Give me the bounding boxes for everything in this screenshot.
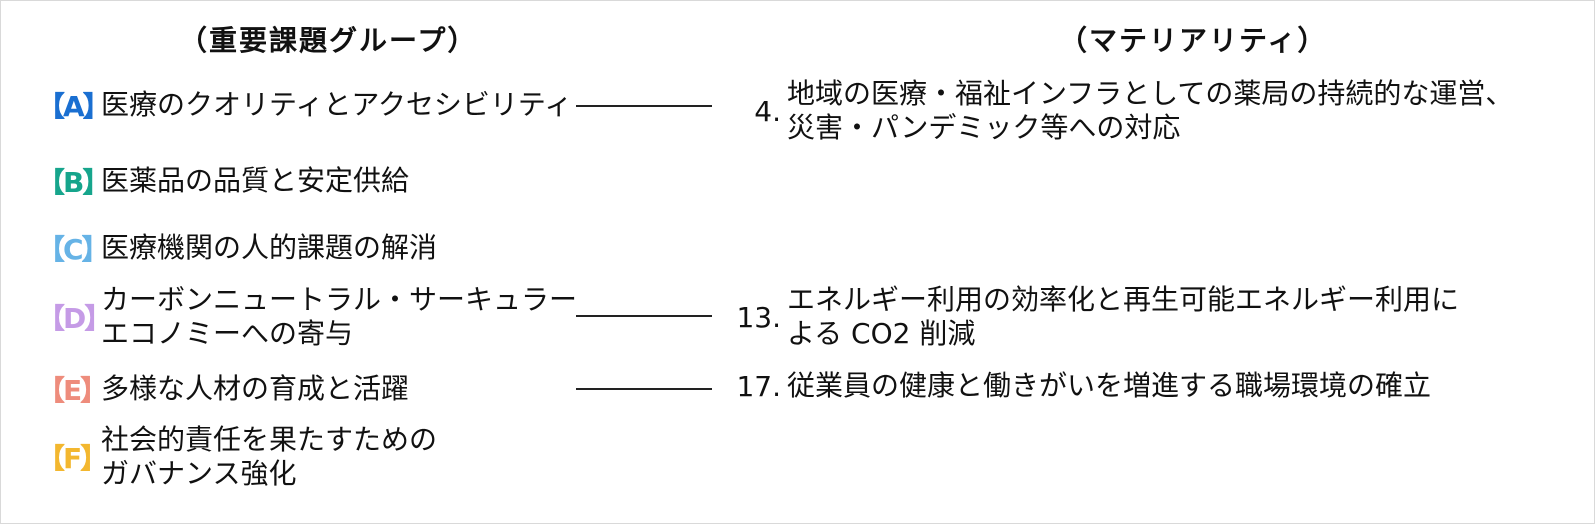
group-a: 【A】 医療のクオリティとアクセシビリティ [37, 85, 572, 125]
group-d-line-2: エコノミーへの寄与 [101, 317, 354, 350]
materiality-17-line-1: 従業員の健康と働きがいを増進する職場環境の確立 [787, 369, 1432, 402]
group-f-text: 社会的責任を果たすための ガバナンス強化 [101, 423, 437, 491]
group-d-badge: 【D】 [37, 302, 112, 335]
materiality-17-number: 17. [736, 369, 781, 403]
group-c-badge: 【C】 [37, 233, 110, 266]
group-d: 【D】 カーボンニュートラル・サーキュラー エコノミーへの寄与 [37, 283, 577, 351]
header-issue-groups: （重要課題グループ） [179, 24, 478, 57]
materiality-4-line-1: 地域の医療・福祉インフラとしての薬局の持続的な運営、 [787, 77, 1514, 110]
connector-a-to-4 [576, 105, 712, 107]
materiality-17: 17. 従業員の健康と働きがいを増進する職場環境の確立 [729, 369, 1431, 403]
group-c: 【C】 医療機関の人的課題の解消 [37, 228, 437, 268]
materiality-13-line-2: よる CO2 削減 [787, 317, 976, 350]
group-b-text: 医薬品の品質と安定供給 [101, 164, 409, 198]
group-e-line-1: 多様な人材の育成と活躍 [101, 372, 410, 405]
group-f-badge: 【F】 [37, 442, 108, 475]
materiality-4: 4. 地域の医療・福祉インフラとしての薬局の持続的な運営、 災害・パンデミック等… [729, 77, 1513, 145]
group-f: 【F】 社会的責任を果たすための ガバナンス強化 [37, 423, 437, 491]
materiality-4-text: 地域の医療・福祉インフラとしての薬局の持続的な運営、 災害・パンデミック等への対… [787, 77, 1513, 145]
group-a-line-1: 医療のクオリティとアクセシビリティ [101, 88, 573, 121]
materiality-13-text: エネルギー利用の効率化と再生可能エネルギー利用に よる CO2 削減 [787, 283, 1459, 351]
group-e-text: 多様な人材の育成と活躍 [101, 372, 409, 406]
materiality-4-line-2: 災害・パンデミック等への対応 [787, 111, 1181, 144]
header-materiality: （マテリアリティ） [1059, 24, 1328, 57]
group-e: 【E】 多様な人材の育成と活躍 [37, 369, 409, 409]
group-d-text: カーボンニュートラル・サーキュラー エコノミーへの寄与 [101, 283, 577, 351]
connector-e-to-17 [576, 388, 712, 390]
materiality-13-number: 13. [736, 300, 781, 334]
group-f-line-2: ガバナンス強化 [101, 457, 297, 490]
materiality-13: 13. エネルギー利用の効率化と再生可能エネルギー利用に よる CO2 削減 [729, 283, 1459, 351]
group-a-badge: 【A】 [37, 90, 111, 123]
group-a-text: 医療のクオリティとアクセシビリティ [101, 88, 572, 122]
group-e-badge: 【E】 [37, 374, 108, 407]
group-f-line-1: 社会的責任を果たすための [101, 423, 438, 456]
group-b-line-1: 医薬品の品質と安定供給 [101, 164, 410, 197]
materiality-13-line-1: エネルギー利用の効率化と再生可能エネルギー利用に [787, 283, 1460, 316]
group-c-line-1: 医療機関の人的課題の解消 [101, 231, 438, 264]
group-c-text: 医療機関の人的課題の解消 [101, 231, 437, 265]
group-d-line-1: カーボンニュートラル・サーキュラー [101, 283, 578, 316]
materiality-4-number: 4. [754, 94, 781, 128]
connector-d-to-13 [576, 315, 712, 317]
group-b-badge: 【B】 [37, 166, 110, 199]
group-b: 【B】 医薬品の品質と安定供給 [37, 161, 409, 201]
materiality-17-text: 従業員の健康と働きがいを増進する職場環境の確立 [787, 369, 1431, 403]
